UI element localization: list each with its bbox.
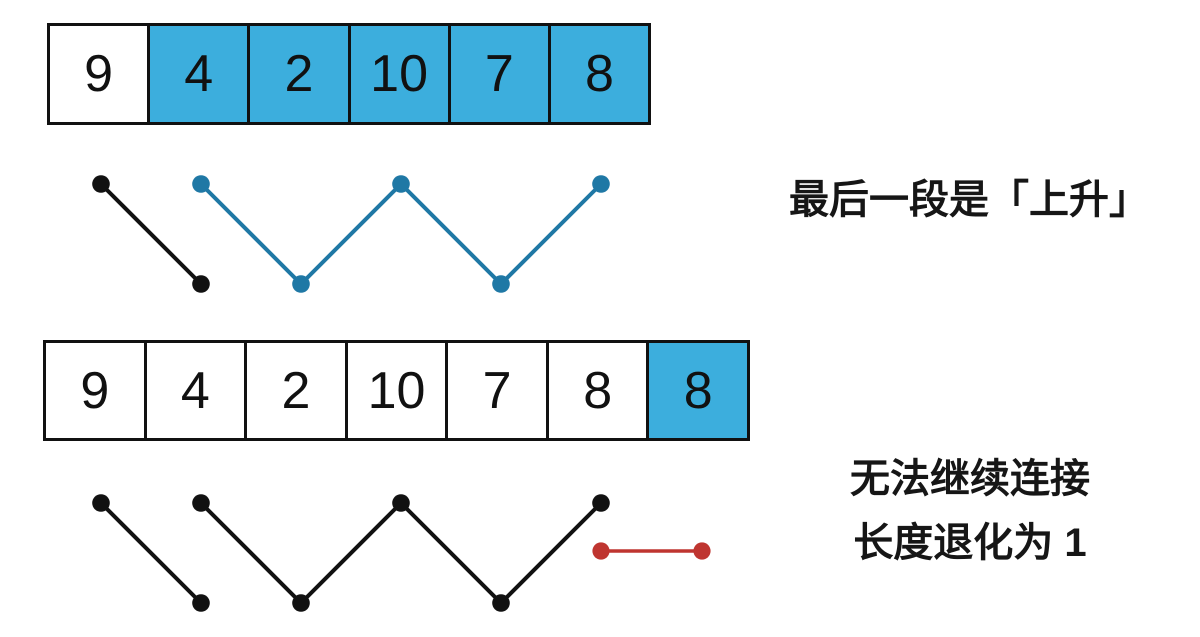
top-annotation: 最后一段是「上升」 bbox=[789, 178, 1149, 222]
bottom-prefix-descending-segment-dot bbox=[192, 594, 210, 612]
top-wiggle-segment-line bbox=[199, 181, 603, 287]
bottom-prefix-descending-segment-line bbox=[99, 501, 203, 605]
bottom-wiggle-segment-dot bbox=[492, 594, 510, 612]
top-prefix-descending-segment-dot bbox=[192, 275, 210, 293]
array-cell-highlighted: 4 bbox=[150, 26, 251, 122]
array-cell-highlighted: 8 bbox=[550, 26, 649, 122]
array-cell: 9 bbox=[50, 26, 151, 122]
bottom-annotation-line1: 无法继续连接 bbox=[850, 457, 1090, 501]
bottom-wiggle-segment-line bbox=[199, 500, 603, 606]
top-wiggle-segment-dot bbox=[392, 175, 410, 193]
bottom-wiggle-segment-dot bbox=[192, 494, 210, 512]
bottom-wiggle-segment-dot bbox=[592, 494, 610, 512]
top-wiggle-segment-dot bbox=[192, 175, 210, 193]
bottom-prefix-descending-segment-dot bbox=[92, 494, 110, 512]
top-wiggle-segment-dot bbox=[292, 275, 310, 293]
bottom-flat-degenerate-segment-dot bbox=[693, 542, 711, 560]
bottom-flat-degenerate-segment-dot bbox=[592, 542, 610, 560]
array-cell-highlighted: 7 bbox=[450, 26, 551, 122]
bottom-wiggle-segment-dot bbox=[392, 494, 410, 512]
array-cell: 4 bbox=[146, 343, 248, 438]
top-wiggle-segment-dot bbox=[592, 175, 610, 193]
top-prefix-descending-segment-dot bbox=[92, 175, 110, 193]
array-cell: 9 bbox=[46, 343, 147, 438]
top-wiggle-segment-dot bbox=[492, 275, 510, 293]
array-cell: 8 bbox=[548, 343, 650, 438]
array-cell: 2 bbox=[247, 343, 348, 438]
array-cell: 7 bbox=[448, 343, 549, 438]
array-cell-highlighted: 2 bbox=[250, 26, 351, 122]
array-cell-highlighted: 10 bbox=[350, 26, 451, 122]
top-prefix-descending-segment-line bbox=[99, 182, 203, 286]
array-cell-highlighted: 8 bbox=[649, 343, 748, 438]
bottom-annotation-line2: 长度退化为 1 bbox=[853, 521, 1087, 565]
array-cell: 10 bbox=[347, 343, 449, 438]
bottom-annotation: 无法继续连接 长度退化为 1 bbox=[850, 447, 1090, 575]
bottom-wiggle-segment-dot bbox=[292, 594, 310, 612]
